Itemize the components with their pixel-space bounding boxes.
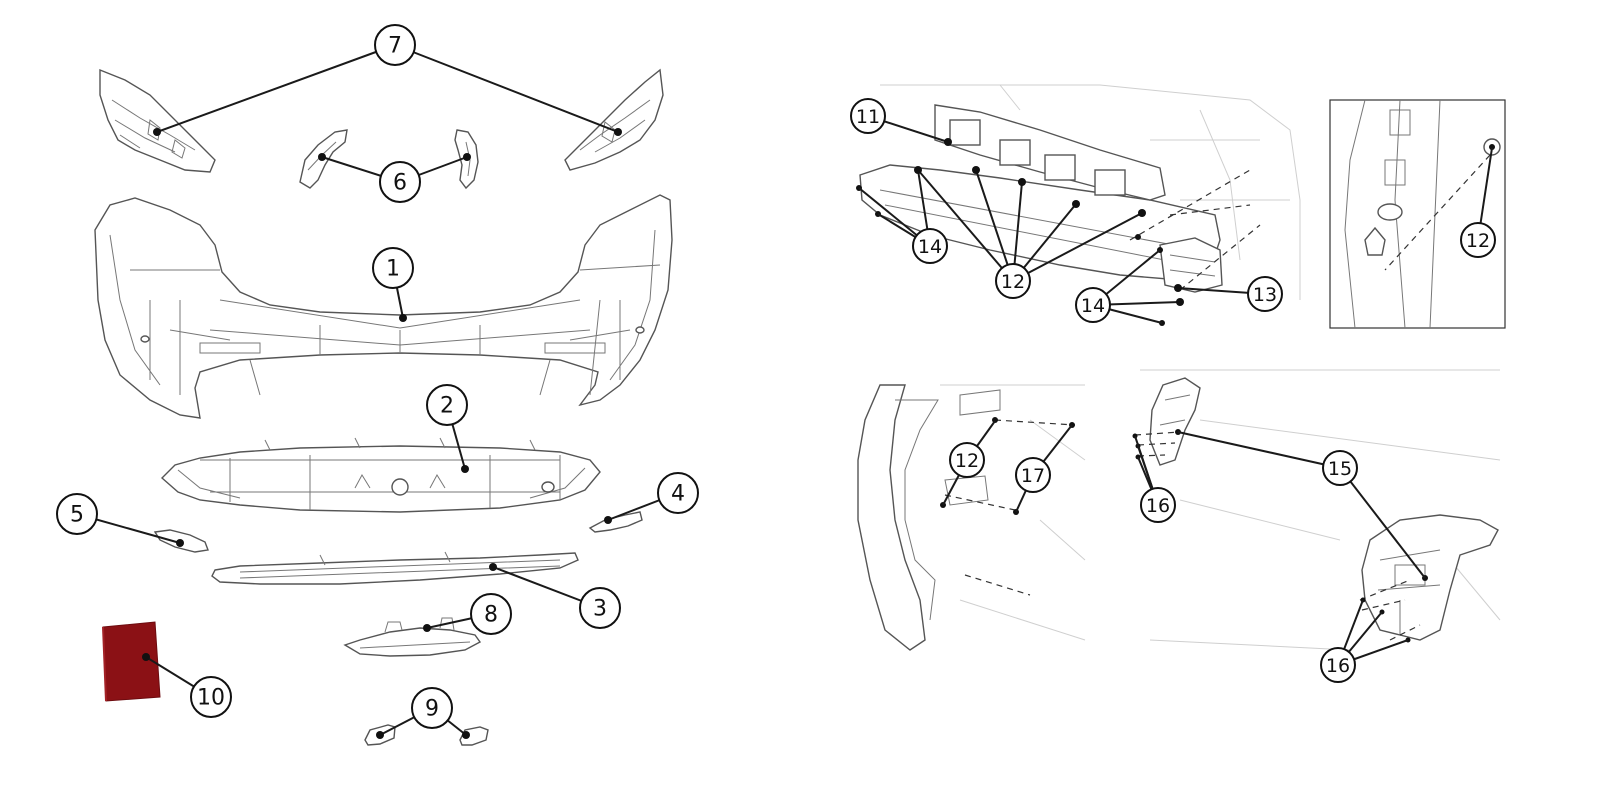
foam-block-part	[102, 621, 161, 702]
callout-10: 10	[190, 676, 232, 718]
callout-5: 5	[56, 493, 98, 535]
callout-12c-label: 12	[955, 450, 979, 472]
lower-diffuser	[160, 437, 601, 513]
callout-5-label: 5	[70, 503, 84, 528]
callout-1: 1	[372, 247, 414, 289]
callout-17-label: 17	[1021, 465, 1045, 487]
callout-4-label: 4	[671, 482, 685, 507]
reflector-right	[588, 511, 643, 533]
callout-2-label: 2	[440, 394, 454, 419]
callout-13-label: 13	[1253, 284, 1277, 306]
corner-bracket-left	[99, 68, 216, 173]
callout-14a: 14	[912, 228, 948, 264]
callout-12c: 12	[949, 442, 985, 478]
callout-12a: 12	[995, 263, 1031, 299]
callout-14b: 14	[1075, 287, 1111, 323]
callout-11: 11	[850, 98, 886, 134]
callout-2: 2	[426, 384, 468, 426]
callout-8-label: 8	[484, 603, 498, 628]
lower-absorber	[211, 551, 579, 585]
side-guide-view	[1132, 369, 1501, 666]
callout-16b-label: 16	[1326, 655, 1350, 677]
corner-bracket-right	[564, 68, 664, 171]
callout-14b-label: 14	[1081, 295, 1105, 317]
callout-8: 8	[470, 593, 512, 635]
callout-7-label: 7	[388, 34, 402, 59]
callout-12b-label: 12	[1466, 230, 1490, 252]
callout-6: 6	[379, 161, 421, 203]
callout-7: 7	[374, 24, 416, 66]
callout-17: 17	[1015, 457, 1051, 493]
callout-10-label: 10	[197, 686, 225, 711]
side-mount-view	[857, 384, 1086, 651]
callout-4: 4	[657, 472, 699, 514]
callout-14a-label: 14	[918, 236, 942, 258]
callout-9: 9	[411, 687, 453, 729]
callout-6-label: 6	[393, 171, 407, 196]
exploded-view	[76, 44, 679, 746]
callout-12b: 12	[1460, 222, 1496, 258]
rear-bumper-cover	[94, 194, 673, 419]
callout-15: 15	[1322, 450, 1358, 486]
callout-3: 3	[579, 587, 621, 629]
beam-view	[856, 84, 1301, 326]
callout-12a-label: 12	[1001, 271, 1025, 293]
callout-15-label: 15	[1328, 458, 1352, 480]
callout-3-label: 3	[593, 597, 607, 622]
callout-13: 13	[1247, 276, 1283, 312]
callout-9-label: 9	[425, 697, 439, 722]
callout-1-label: 1	[386, 257, 400, 282]
callout-16a-label: 16	[1146, 495, 1170, 517]
callout-16a: 16	[1140, 487, 1176, 523]
callout-11-label: 11	[856, 106, 880, 128]
callout-16b: 16	[1320, 647, 1356, 683]
fog-lamp	[343, 617, 482, 657]
callouts: 7 6 1 2 4 5 3 8 10 9 11 14 12 14 13 12 1…	[56, 24, 1496, 729]
clip-inset	[1329, 99, 1506, 329]
